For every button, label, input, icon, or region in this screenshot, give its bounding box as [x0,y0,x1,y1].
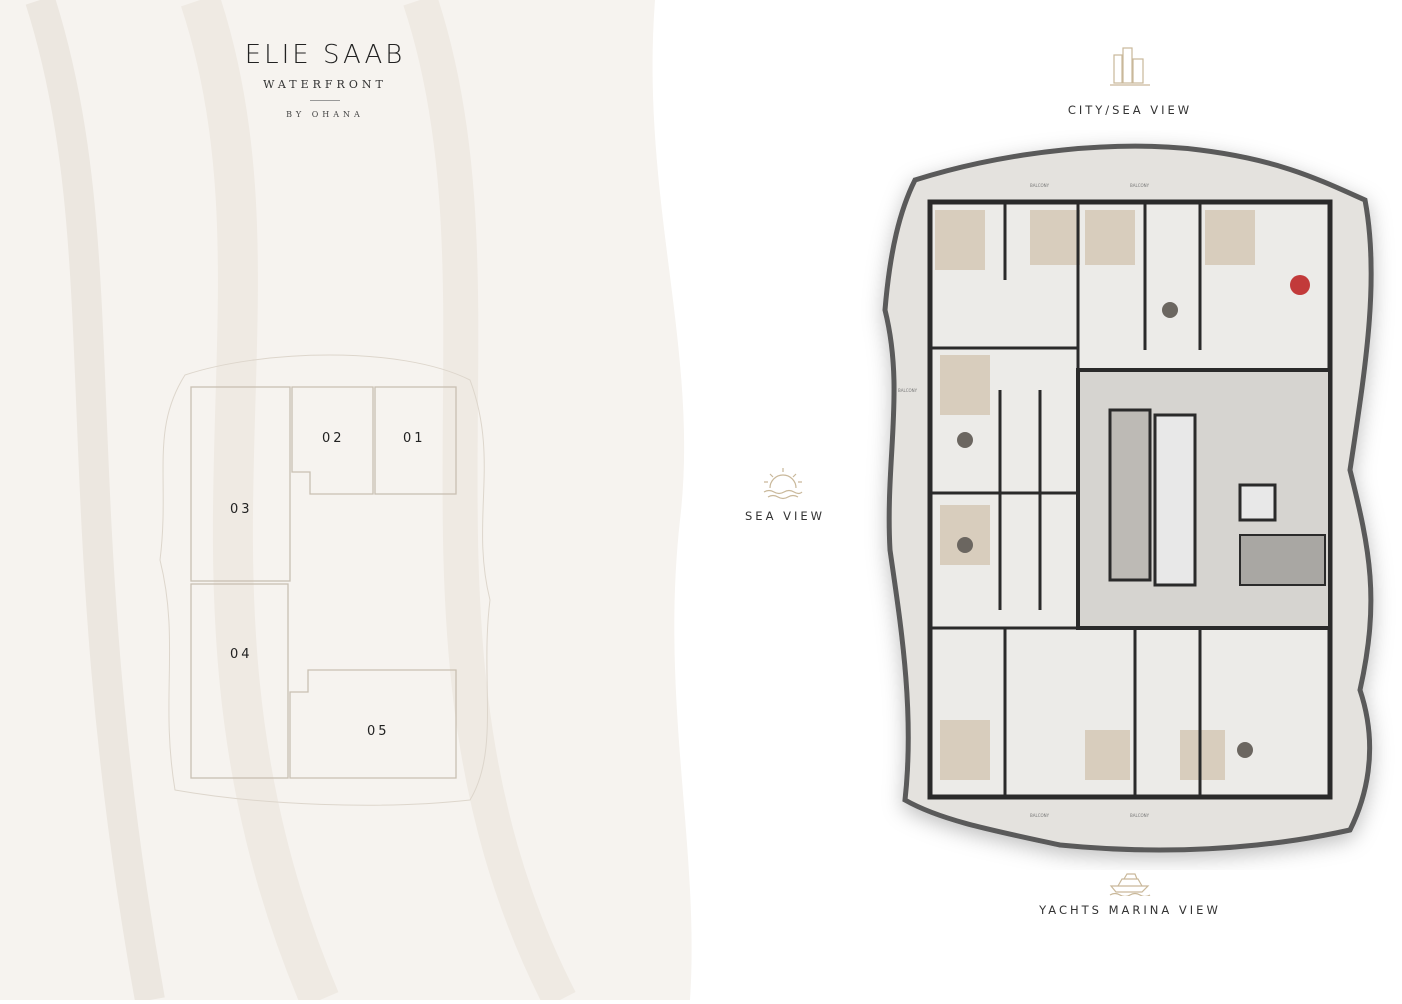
balcony-label: BALCONY [1030,183,1050,188]
unit-01-label[interactable]: 01 [403,431,426,446]
logo: ELIE SAAB WATERFRONT BY OHANA [210,40,440,119]
logo-divider [310,100,340,101]
city-building-icon [1110,47,1150,86]
red-chairs [1290,275,1310,295]
balcony-label: BALCONY [1130,183,1150,188]
key-plan [159,354,491,806]
unit-03-label[interactable]: 03 [230,502,253,517]
floor-plan: BALCONY BALCONY BALCONY BALCONY BALCONY [882,143,1374,853]
elevators [1153,413,1197,587]
sunset-icon [763,468,803,500]
unit-04-label[interactable]: 04 [230,647,253,662]
unit-03-outline [190,386,291,582]
unit-02-outline [291,386,374,495]
wave-background [0,0,692,1004]
service-rooms [1239,534,1326,586]
unit-05-outline [289,669,457,779]
sea-view-label: SEA VIEW [745,509,825,523]
logo-subtitle: WATERFRONT [263,78,387,91]
logo-by: BY OHANA [286,110,364,119]
unit-04-outline [190,583,289,779]
lift-lobby [1238,483,1277,522]
unit-01-outline [374,386,457,495]
balcony-label: BALCONY [1030,813,1050,818]
furniture [935,210,1255,780]
yacht-icon [1109,873,1151,896]
left-panel: ELIE SAAB WATERFRONT BY OHANA 02 01 03 0… [0,0,700,1004]
balcony-label: BALCONY [1130,813,1150,818]
balcony-label: BALCONY [898,388,918,393]
city-sea-view-label: CITY/SEA VIEW [1067,103,1193,117]
stair-core [1108,408,1152,582]
partition-walls [930,202,1330,797]
yachts-marina-view-label: YACHTS MARINA VIEW [1039,903,1221,917]
unit-02-label[interactable]: 02 [322,431,345,446]
unit-05-label[interactable]: 05 [367,724,390,739]
logo-brand: ELIE SAAB [244,40,406,70]
seating [957,302,1253,758]
